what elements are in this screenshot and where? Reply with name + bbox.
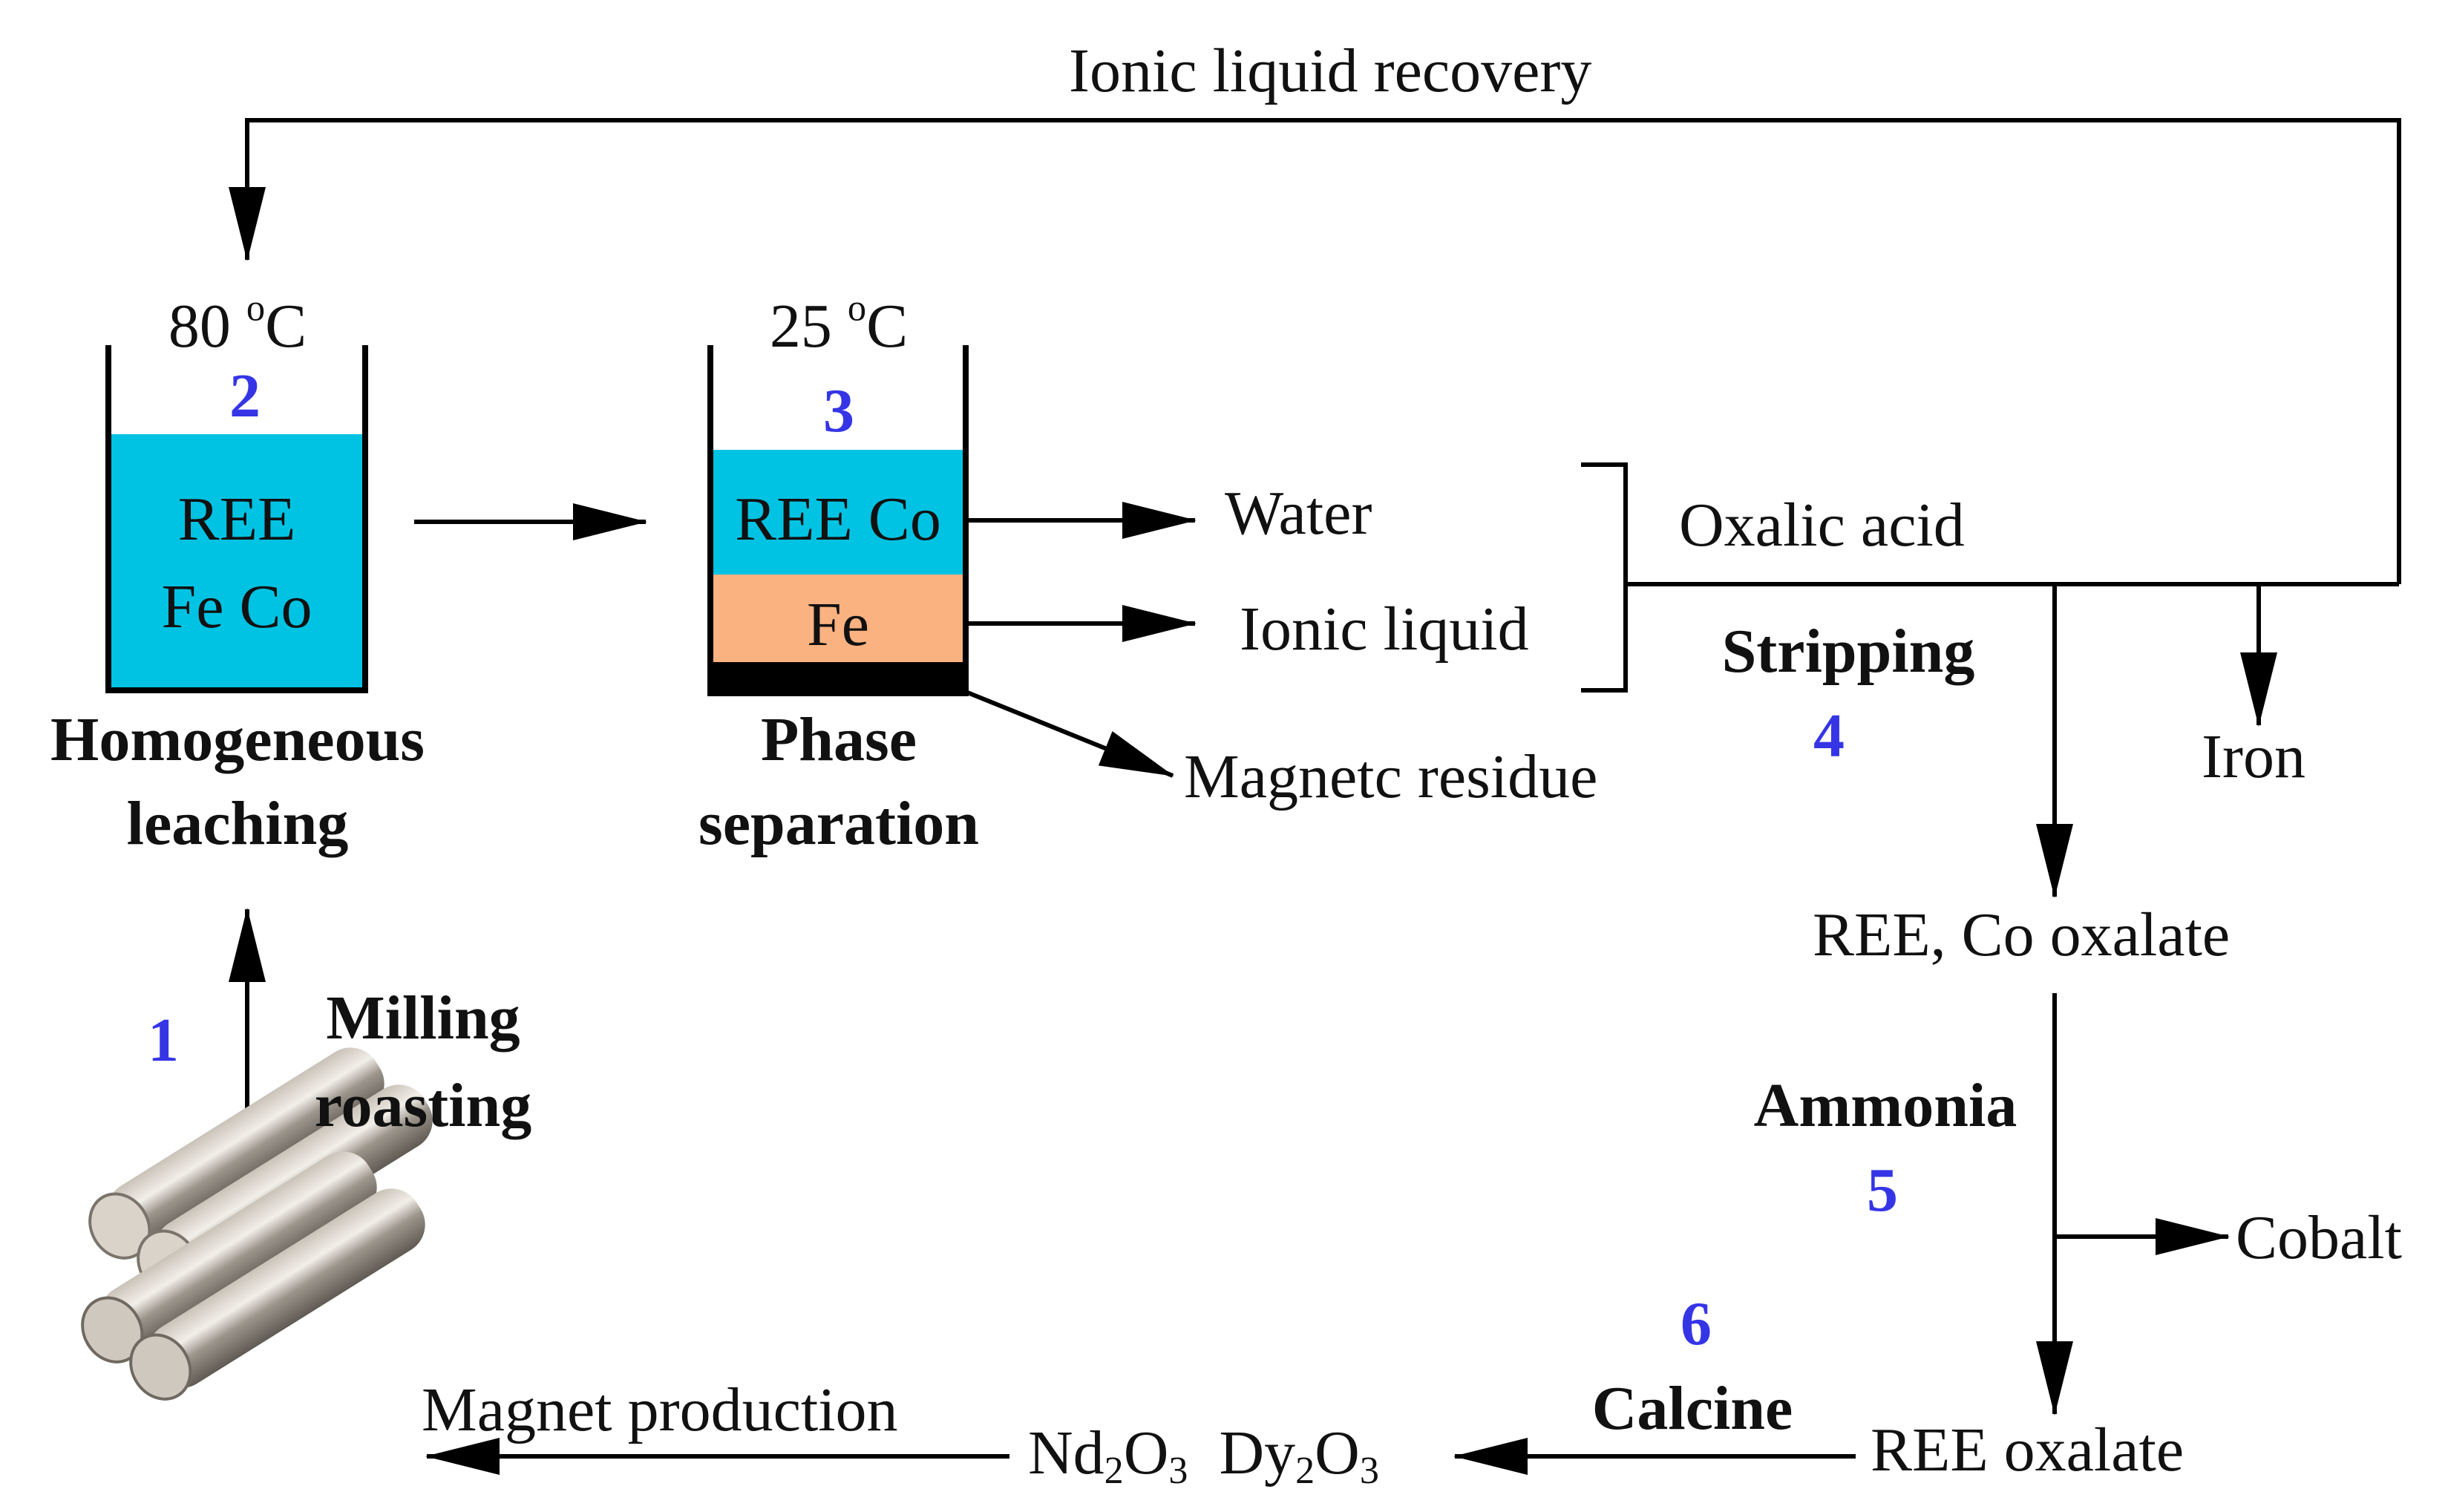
nd-oxygen: O <box>1123 1418 1169 1488</box>
dy-symbol: Dy <box>1219 1418 1296 1488</box>
separation-label-line2: separation <box>698 789 979 858</box>
step-6-number: 6 <box>1680 1289 1712 1358</box>
separation-temp-unit: C <box>866 292 909 361</box>
leaching-contents-line2: Fe Co <box>161 572 312 641</box>
leaching-temp-degree: o <box>246 287 266 329</box>
leaching-contents-line1: REE <box>177 485 296 554</box>
separation-label-line1: Phase <box>761 705 917 774</box>
step-5-number: 5 <box>1867 1156 1898 1225</box>
dy-oxide: Dy2O3 <box>1219 1418 1378 1490</box>
magnet-rods-image <box>81 1047 433 1401</box>
separation-temperature: 25 oC <box>742 289 935 361</box>
recovery-loop-line <box>229 118 2401 584</box>
milling-label-line1: Milling <box>326 984 520 1053</box>
nd-oxygen-subscript: 3 <box>1168 1450 1188 1493</box>
nd-symbol: Nd <box>1028 1418 1104 1488</box>
step-2-number: 2 <box>229 361 261 431</box>
nd-oxide: Nd2O3 <box>1028 1418 1188 1490</box>
ionic-liquid-label: Ionic liquid <box>1240 595 1529 664</box>
leaching-temp-value: 80 <box>168 292 231 361</box>
step-3-number: 3 <box>823 376 854 445</box>
dy-oxygen-subscript: 3 <box>1359 1450 1379 1493</box>
leaching-beaker <box>105 345 368 693</box>
step-4-number: 4 <box>1813 701 1845 770</box>
stripping-label: Stripping <box>1721 617 1975 686</box>
leaching-temp-unit: C <box>265 292 307 361</box>
bracket <box>1581 462 1628 693</box>
separation-top-layer: REE Co <box>735 485 941 554</box>
leaching-temperature: 80 oC <box>141 289 334 361</box>
dy-oxygen: O <box>1315 1418 1360 1488</box>
cobalt-label: Cobalt <box>2236 1203 2402 1272</box>
separation-temp-value: 25 <box>769 292 832 361</box>
magnet-production-label: Magnet production <box>422 1375 898 1444</box>
separation-temp-degree: o <box>847 287 867 329</box>
residue-layer <box>710 662 966 693</box>
iron-label: Iron <box>2202 722 2305 791</box>
fe-layer <box>710 575 966 662</box>
nd-subscript: 2 <box>1104 1450 1124 1493</box>
water-label: Water <box>1225 479 1372 548</box>
residue-label: Magnetc residue <box>1184 742 1598 811</box>
ree-oxalate-label: REE oxalate <box>1871 1416 2184 1485</box>
leaching-liquid <box>108 434 365 690</box>
ree-co-oxalate-label: REE, Co oxalate <box>1813 900 2231 969</box>
calcine-label: Calcine <box>1591 1374 1793 1443</box>
milling-label-line2: roasting <box>314 1071 532 1140</box>
dy-subscript: 2 <box>1295 1450 1315 1493</box>
oxalic-acid-label: Oxalic acid <box>1679 491 1965 560</box>
leaching-label-line2: leaching <box>126 789 349 858</box>
ammonia-label: Ammonia <box>1753 1071 2017 1140</box>
recovery-label: Ionic liquid recovery <box>1069 36 1592 105</box>
oxides-label: Nd2O3 Dy2O3 <box>1028 1422 1379 1490</box>
step-1-number: 1 <box>148 1006 179 1075</box>
ree-co-layer <box>710 450 966 575</box>
leaching-label-line1: Homogeneous <box>50 705 425 774</box>
separation-fe-layer: Fe <box>807 590 869 659</box>
arrow-to-residue <box>964 690 1174 778</box>
